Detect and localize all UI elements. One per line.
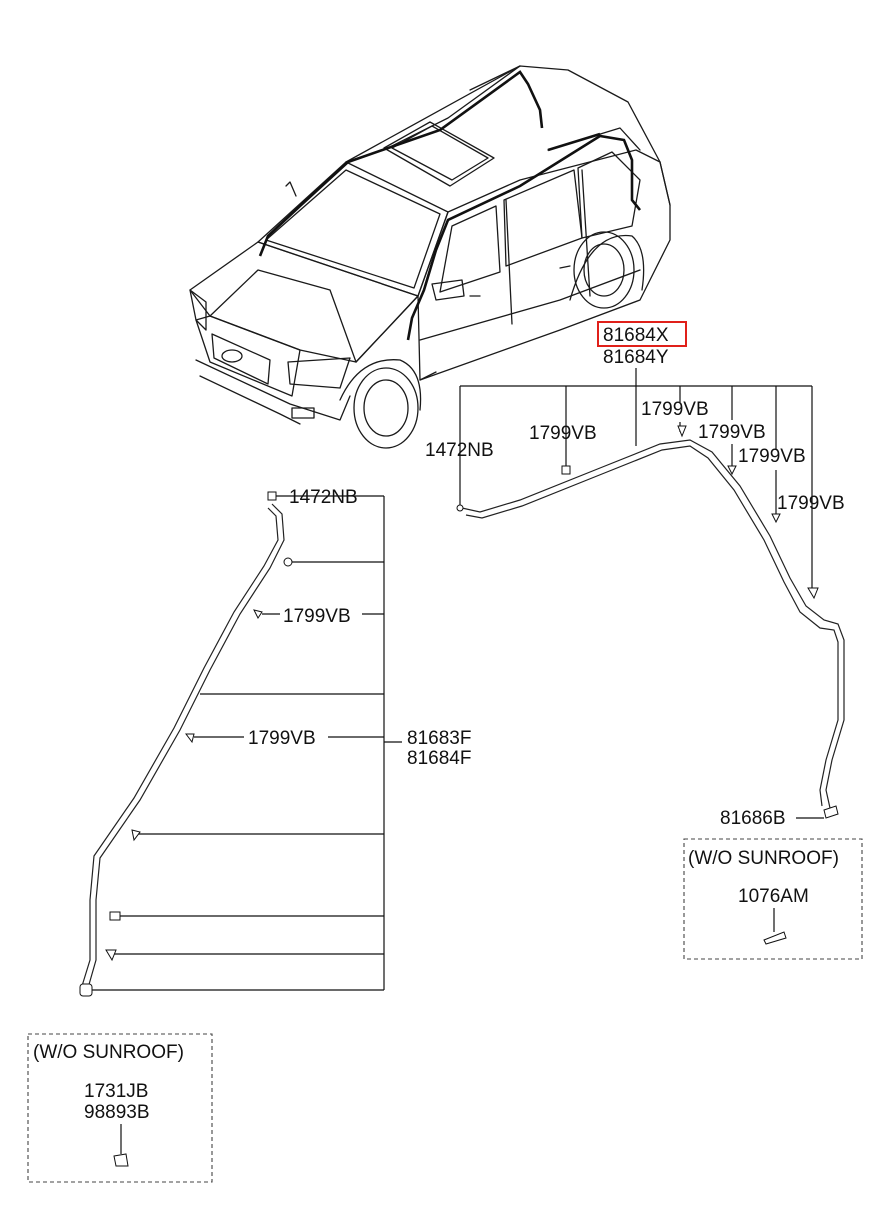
part-label-1731JB[interactable]: 1731JB xyxy=(84,1081,148,1102)
part-label-1799VB[interactable]: 1799VB xyxy=(248,728,316,749)
part-label-1076AM[interactable]: 1076AM xyxy=(738,886,809,907)
part-label-1799VB[interactable]: 1799VB xyxy=(529,423,597,444)
highlight-box xyxy=(597,321,687,347)
part-label-1799VB[interactable]: 1799VB xyxy=(698,422,766,443)
part-label-81684X[interactable]: 81684X xyxy=(603,325,669,346)
part-label-81683F[interactable]: 81683F xyxy=(407,728,471,749)
option-box-right xyxy=(683,838,863,960)
part-label-1472NB[interactable]: 1472NB xyxy=(289,487,358,508)
left-hose-assembly: 1472NB 1799VB 1799VB 81683F 81684F (W/O … xyxy=(27,487,471,1183)
vehicle-illustration xyxy=(189,65,671,449)
option-box-title: (W/O SUNROOF) xyxy=(33,1042,184,1063)
part-label-98893B[interactable]: 98893B xyxy=(84,1102,150,1123)
option-box-title: (W/O SUNROOF) xyxy=(688,848,839,869)
part-label-1799VB[interactable]: 1799VB xyxy=(641,399,709,420)
part-label-1799VB[interactable]: 1799VB xyxy=(777,493,845,514)
part-label-81684F[interactable]: 81684F xyxy=(407,748,471,769)
part-label-1799VB[interactable]: 1799VB xyxy=(738,446,806,467)
part-label-1472NB[interactable]: 1472NB xyxy=(425,440,494,461)
part-label-81684Y[interactable]: 81684Y xyxy=(603,347,669,368)
part-label-81686B[interactable]: 81686B xyxy=(720,808,786,829)
right-hose-assembly: 81684X 81684Y 1472NB 1799VB 1799VB 1799V… xyxy=(425,321,863,960)
option-box-left xyxy=(27,1033,213,1183)
part-label-1799VB[interactable]: 1799VB xyxy=(283,606,351,627)
